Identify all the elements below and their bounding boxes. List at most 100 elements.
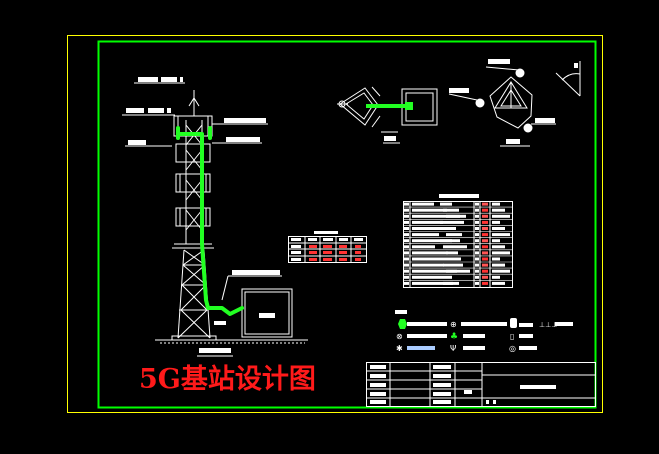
legend-tree-icon: ♣ (450, 332, 458, 342)
material-cell-text (482, 214, 488, 218)
material-cell-text (482, 202, 488, 206)
material-cell-text (412, 208, 447, 212)
material-cell-text (412, 269, 457, 273)
material-cell-text (412, 202, 434, 206)
equipment-table (288, 231, 367, 263)
material-cell-text (475, 233, 479, 237)
material-cell-text (412, 220, 443, 224)
material-list-table (403, 194, 513, 288)
material-cell-text (446, 251, 458, 255)
material-cell-text (404, 269, 409, 273)
material-cell-text (412, 251, 448, 255)
material-cell-text (492, 257, 500, 261)
material-cell-text (475, 227, 479, 230)
material-cell-text (443, 245, 467, 249)
tower-top-plan (448, 59, 556, 147)
material-cell-text (492, 239, 500, 243)
material-cell-text (412, 275, 440, 279)
material-cell-text (492, 233, 510, 237)
legend-symbol4-icon: Ψ (450, 344, 456, 353)
material-cell-text (404, 202, 409, 206)
material-cell-text (482, 257, 488, 261)
material-cell-text (404, 245, 409, 249)
legend-hexagon-icon (398, 319, 407, 329)
material-cell-text (492, 202, 500, 206)
material-cell-text (443, 208, 459, 212)
legend-bracket-icon: ▯ (510, 332, 514, 341)
material-cell-text (475, 202, 479, 206)
north-arrow-icon (555, 61, 581, 97)
material-cell-text (475, 208, 479, 212)
material-cell-text (482, 275, 488, 279)
material-cell-text (475, 275, 479, 279)
material-cell-text (443, 263, 463, 267)
material-cell-text (492, 275, 500, 279)
legend-symbol-icon: ⊕ (450, 320, 457, 329)
material-cell-text (440, 220, 464, 224)
material-cell-text (482, 220, 488, 224)
material-cell-text (412, 263, 444, 267)
material-cell-text (482, 269, 488, 273)
material-cell-text (412, 257, 461, 261)
material-cell-text (404, 208, 409, 212)
material-cell-text (482, 245, 488, 249)
material-cell-text (404, 275, 409, 279)
inner-frame (97, 40, 597, 409)
equipment-room (241, 288, 293, 338)
material-cell-text (446, 233, 462, 237)
sector-feeder-end (405, 102, 413, 110)
material-cell-text (475, 257, 479, 261)
material-cell-text (482, 251, 488, 255)
material-cell-text (404, 251, 409, 255)
material-cell-text (475, 214, 479, 218)
material-cell-text (475, 263, 479, 267)
material-cell-text (475, 239, 479, 243)
material-cell-text (412, 239, 452, 243)
material-cell-text (492, 281, 505, 285)
material-cell-text (404, 220, 409, 224)
material-cell-text (492, 220, 500, 224)
legend-symbol3-icon: ✱ (396, 344, 403, 353)
material-cell-text (412, 233, 439, 237)
material-cell-text (492, 227, 505, 230)
legend-cylinder-icon (510, 318, 517, 328)
material-cell-text (492, 269, 510, 273)
material-cell-text (482, 281, 488, 285)
material-cell-text (482, 263, 488, 267)
material-cell-text (482, 233, 488, 237)
tower-callouts (122, 77, 282, 357)
material-cell-text (440, 275, 452, 279)
material-cell-text (404, 214, 409, 218)
drawing-title: 5G基站设计图 (139, 364, 316, 395)
material-cell-text (492, 214, 510, 218)
feeder-cable (176, 126, 244, 316)
material-cell-text (482, 239, 488, 243)
material-cell-text (492, 208, 505, 212)
outer-frame (67, 35, 603, 413)
material-cell-text (443, 281, 459, 285)
legend: ⊕ ⊥⊥⊥ ⊗ ♣ ▯ ✱ Ψ ◎ (395, 310, 573, 353)
material-cell-text (443, 227, 455, 230)
material-cell-text (412, 214, 460, 218)
legend-ground-icon: ⊥⊥⊥ (539, 321, 557, 329)
material-cell-text (492, 263, 505, 267)
material-cell-text (404, 239, 409, 243)
material-cell-text (440, 202, 452, 206)
material-cell-text (404, 233, 409, 237)
material-cell-text (492, 245, 505, 249)
material-cell-text (482, 227, 488, 230)
material-cell-text (404, 281, 409, 285)
material-cell-text (475, 281, 479, 285)
material-cell-text (404, 263, 409, 267)
material-cell-text (404, 227, 409, 230)
title-block (366, 362, 596, 407)
material-cell-text (404, 257, 409, 261)
sector-plan (337, 86, 438, 144)
material-cell-text (482, 208, 488, 212)
material-cell-text (475, 269, 479, 273)
material-cell-text (492, 251, 510, 255)
material-cell-text (475, 251, 479, 255)
material-cell-text (440, 257, 456, 261)
material-cell-text (475, 220, 479, 224)
